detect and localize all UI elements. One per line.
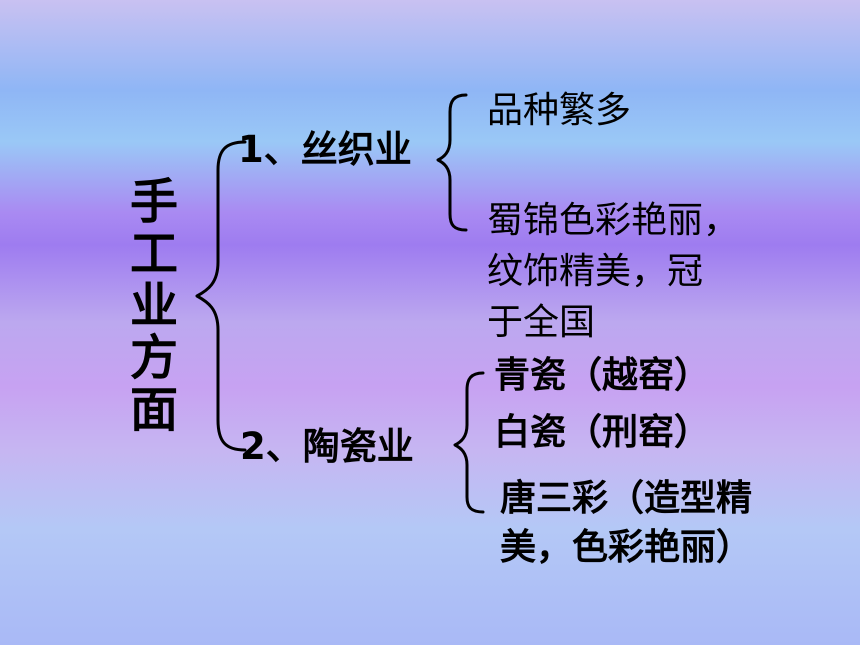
root-brace bbox=[195, 140, 247, 452]
silk-industry-label: 1、丝织业 bbox=[238, 128, 412, 171]
root-char: 业 bbox=[129, 278, 178, 334]
ceramics-item-celadon: 青瓷（越窑） bbox=[494, 355, 711, 396]
root-char: 方 bbox=[129, 330, 178, 386]
ceramics-industry-label: 2、陶瓷业 bbox=[240, 425, 414, 468]
ceramics-item-white-porcelain: 白瓷（刑窑） bbox=[494, 412, 711, 453]
root-char: 手 bbox=[129, 174, 178, 230]
silk-item-variety: 品种繁多 bbox=[487, 90, 632, 131]
root-char: 工 bbox=[129, 226, 178, 282]
silk-brace bbox=[436, 93, 468, 232]
root-char: 面 bbox=[129, 382, 178, 438]
root-title: 手 工 业 方 面 bbox=[124, 176, 184, 436]
ceramics-brace bbox=[453, 371, 485, 514]
ceramics-item-tang-sancai: 唐三彩（造型精 美，色彩艳丽） bbox=[500, 478, 753, 568]
silk-item-shu-brocade: 蜀锦色彩艳丽， 纹饰精美，冠 于全国 bbox=[487, 200, 740, 343]
